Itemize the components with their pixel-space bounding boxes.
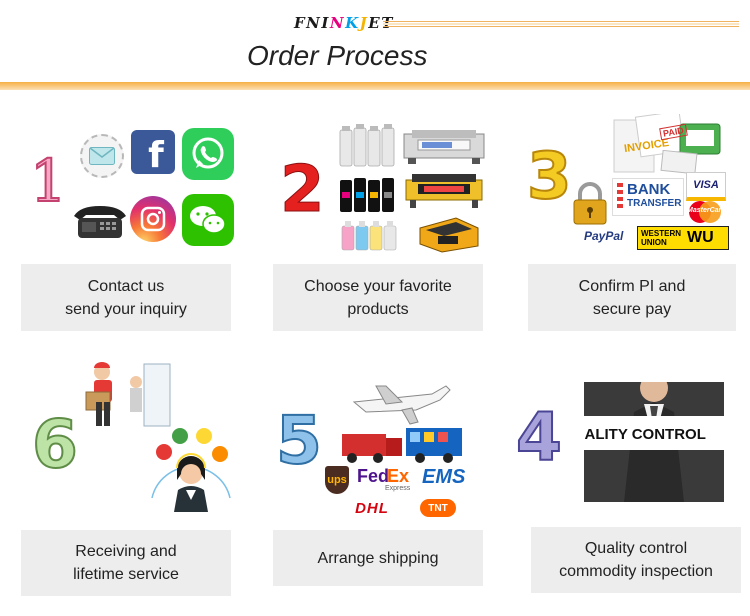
caption-line: lifetime service <box>73 566 179 583</box>
paypal-logo: PayPal <box>584 229 623 243</box>
bank-text: BANK <box>627 181 671 198</box>
ems-text: EMS <box>422 466 466 488</box>
transfer-text: TRANSFER <box>627 198 682 209</box>
step-caption-3: Confirm PI and secure pay <box>528 264 736 331</box>
western-union-logo: WESTERN UNION WU <box>637 226 729 250</box>
union-text: UNION <box>641 238 667 247</box>
visa-text: VISA <box>693 179 719 191</box>
caption-line: secure pay <box>592 300 672 318</box>
step-caption-6: Receiving and lifetime service <box>21 530 231 596</box>
caption-line: Contact us <box>87 277 165 295</box>
western-union-text: WESTERN UNION <box>641 229 681 247</box>
instagram-icon <box>130 196 176 242</box>
paypal-text: PayPal <box>584 229 624 243</box>
tnt-text: TNT <box>428 502 448 514</box>
ink-bottles-image <box>338 124 396 168</box>
brand-letter: K <box>345 14 360 32</box>
fedex-fed: Fed <box>357 466 390 486</box>
printer-image-2 <box>404 170 484 210</box>
header-divider <box>0 82 750 90</box>
brand-letter: F <box>294 14 307 32</box>
step-number-6: 6 <box>31 406 79 483</box>
fedex-logo: Fed Ex Express <box>357 466 417 494</box>
step-caption-5: Arrange shipping <box>273 530 483 586</box>
brand-logo: FNINKJET <box>294 14 394 32</box>
step-number-4: 4 <box>515 399 563 476</box>
dhl-text: DHL <box>355 499 389 517</box>
tnt-logo: TNT <box>420 499 456 517</box>
ups-logo: ups <box>325 466 349 494</box>
brand-letter: I <box>321 14 330 32</box>
caption-line: products <box>347 300 409 318</box>
bank-transfer-text: BANK TRANSFER <box>627 181 682 211</box>
brand-underline <box>383 21 739 27</box>
fedex-express: Express <box>385 485 411 492</box>
bank-transfer-mark <box>617 183 623 211</box>
caption-line: Quality control <box>584 540 688 557</box>
whatsapp-icon <box>182 128 234 180</box>
ems-logo: EMS <box>422 466 465 489</box>
ups-text: ups <box>327 474 347 486</box>
quality-control-text: QUALITY CONTROL <box>584 426 706 443</box>
brand-letter: E <box>368 14 382 32</box>
step-number-5: 5 <box>275 402 323 479</box>
wechat-icon <box>182 194 234 246</box>
facebook-letter: f <box>148 134 164 176</box>
visa-logo: VISA <box>686 172 726 201</box>
caption-line: Choose your favorite <box>304 277 452 295</box>
step-caption-2: Choose your favorite products <box>273 264 483 331</box>
brand-letter: J <box>359 14 369 32</box>
mastercard-text: MasterCard <box>687 207 726 214</box>
email-icon <box>80 134 124 178</box>
lock-icon <box>572 182 608 226</box>
shipping-image <box>336 380 466 464</box>
caption-line: Confirm PI and <box>578 277 686 295</box>
caption-line: send your inquiry <box>65 300 187 318</box>
caption-line: Receiving and <box>75 543 177 560</box>
caption-line: commodity inspection <box>559 563 713 580</box>
facebook-icon: f <box>131 130 175 176</box>
printer-image-1 <box>402 126 486 166</box>
invoice-image <box>612 110 724 175</box>
customer-service-image <box>144 426 238 512</box>
mastercard-logo: MasterCard <box>686 200 726 224</box>
step-caption-1: Contact us send your inquiry <box>21 264 231 331</box>
step-number-2: 2 <box>280 153 326 227</box>
step-number-3: 3 <box>526 140 573 214</box>
brand-letter: N <box>329 14 346 32</box>
brand-letter: N <box>306 14 322 32</box>
quality-control-image: QUALITY CONTROL <box>584 382 724 502</box>
caption-line: Arrange shipping <box>317 549 439 567</box>
dhl-logo: DHL <box>332 499 412 517</box>
wu-text: WU <box>687 229 714 246</box>
step-caption-4: Quality control commodity inspection <box>531 527 741 593</box>
bank-transfer-logo: BANK TRANSFER <box>612 178 684 216</box>
page-title: Order Process <box>247 40 428 71</box>
delivery-image <box>82 358 172 434</box>
western-text: WESTERN <box>641 229 681 238</box>
color-ink-bottles-image <box>340 220 400 252</box>
black-ink-bottles-image <box>338 172 396 214</box>
telephone-icon <box>70 204 130 240</box>
printer-image-3 <box>416 214 482 254</box>
step-number-1: 1 <box>29 147 68 215</box>
fedex-ex: Ex <box>387 466 410 486</box>
